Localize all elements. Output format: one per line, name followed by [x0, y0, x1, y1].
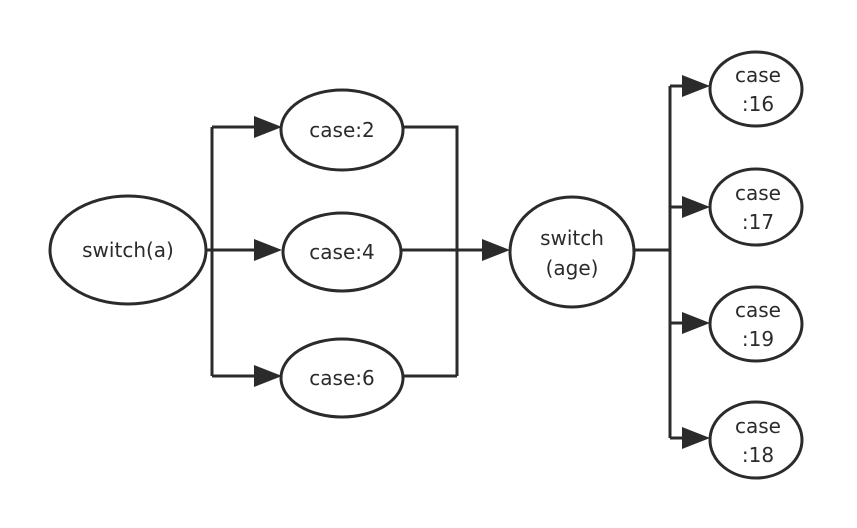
node-case-16: case :16	[708, 50, 804, 128]
arrowhead-switch-age	[482, 239, 510, 261]
connector-case-2-out	[403, 125, 459, 376]
node-case-2: case:2	[279, 88, 405, 172]
node-case-19-label-line2: :19	[742, 327, 774, 351]
connectors	[206, 75, 710, 449]
node-case-17: case :17	[708, 167, 804, 247]
node-case-19: case :19	[708, 285, 804, 363]
node-switch-age-label-line1: switch	[540, 226, 604, 250]
node-switch-a-label: switch(a)	[82, 238, 174, 262]
node-case-18: case :18	[708, 400, 804, 480]
node-case-4: case:4	[281, 211, 403, 293]
node-case-4-label: case:4	[309, 240, 374, 264]
node-case-17-label-line2: :17	[742, 210, 774, 234]
node-case-6-label: case:6	[309, 366, 374, 390]
node-switch-a: switch(a)	[48, 194, 208, 306]
node-case-16-label-line1: case	[735, 63, 781, 87]
arrowhead-case-6	[254, 365, 282, 387]
node-case-18-label-line2: :18	[742, 443, 774, 467]
node-switch-age: switch (age)	[508, 195, 636, 309]
node-case-19-label-line1: case	[735, 298, 781, 322]
node-case-6: case:6	[279, 337, 405, 419]
arrowhead-case-16	[682, 75, 710, 97]
arrowhead-case-18	[682, 427, 710, 449]
arrowhead-case-19	[682, 312, 710, 334]
arrowhead-case-4	[254, 239, 282, 261]
node-case-17-label-line1: case	[735, 181, 781, 205]
arrowhead-case-17	[682, 196, 710, 218]
arrowhead-case-2	[254, 116, 282, 138]
node-case-18-label-line1: case	[735, 414, 781, 438]
node-switch-age-label-line2: (age)	[546, 256, 599, 280]
connector-switch-age-out	[634, 86, 672, 438]
node-case-16-label-line2: :16	[742, 92, 774, 116]
node-case-2-label: case:2	[309, 118, 374, 142]
